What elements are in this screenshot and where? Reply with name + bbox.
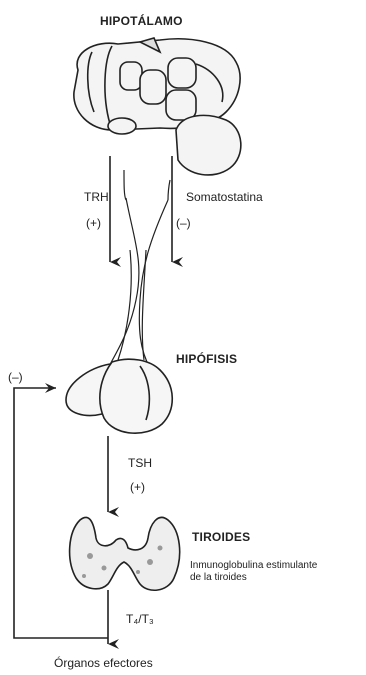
trh-label: TRH <box>84 190 109 204</box>
hypothalamus-illustration <box>74 38 241 175</box>
feedback-sign: (–) <box>8 370 23 384</box>
immunoglobulin-label-line1: Inmunoglobulina estimulante <box>190 560 317 571</box>
thyroid-label: TIROIDES <box>192 530 250 544</box>
pituitary-stalk <box>108 170 170 368</box>
pituitary-label: HIPÓFISIS <box>176 352 237 366</box>
hypothalamus-label: HIPOTÁLAMO <box>100 14 183 28</box>
tsh-sign: (+) <box>130 480 145 494</box>
feedback-line <box>14 388 108 638</box>
immunoglobulin-label-line2: de la tiroides <box>190 572 247 583</box>
thyroid-illustration <box>70 517 180 590</box>
pituitary-illustration <box>66 359 172 433</box>
target-organs-label: Órganos efectores <box>54 656 153 670</box>
tsh-label: TSH <box>128 456 152 470</box>
somatostatin-label: Somatostatina <box>186 190 263 204</box>
somatostatin-sign: (–) <box>176 216 191 230</box>
t4-t3-label: T₄/T₃ <box>126 612 154 626</box>
trh-sign: (+) <box>86 216 101 230</box>
